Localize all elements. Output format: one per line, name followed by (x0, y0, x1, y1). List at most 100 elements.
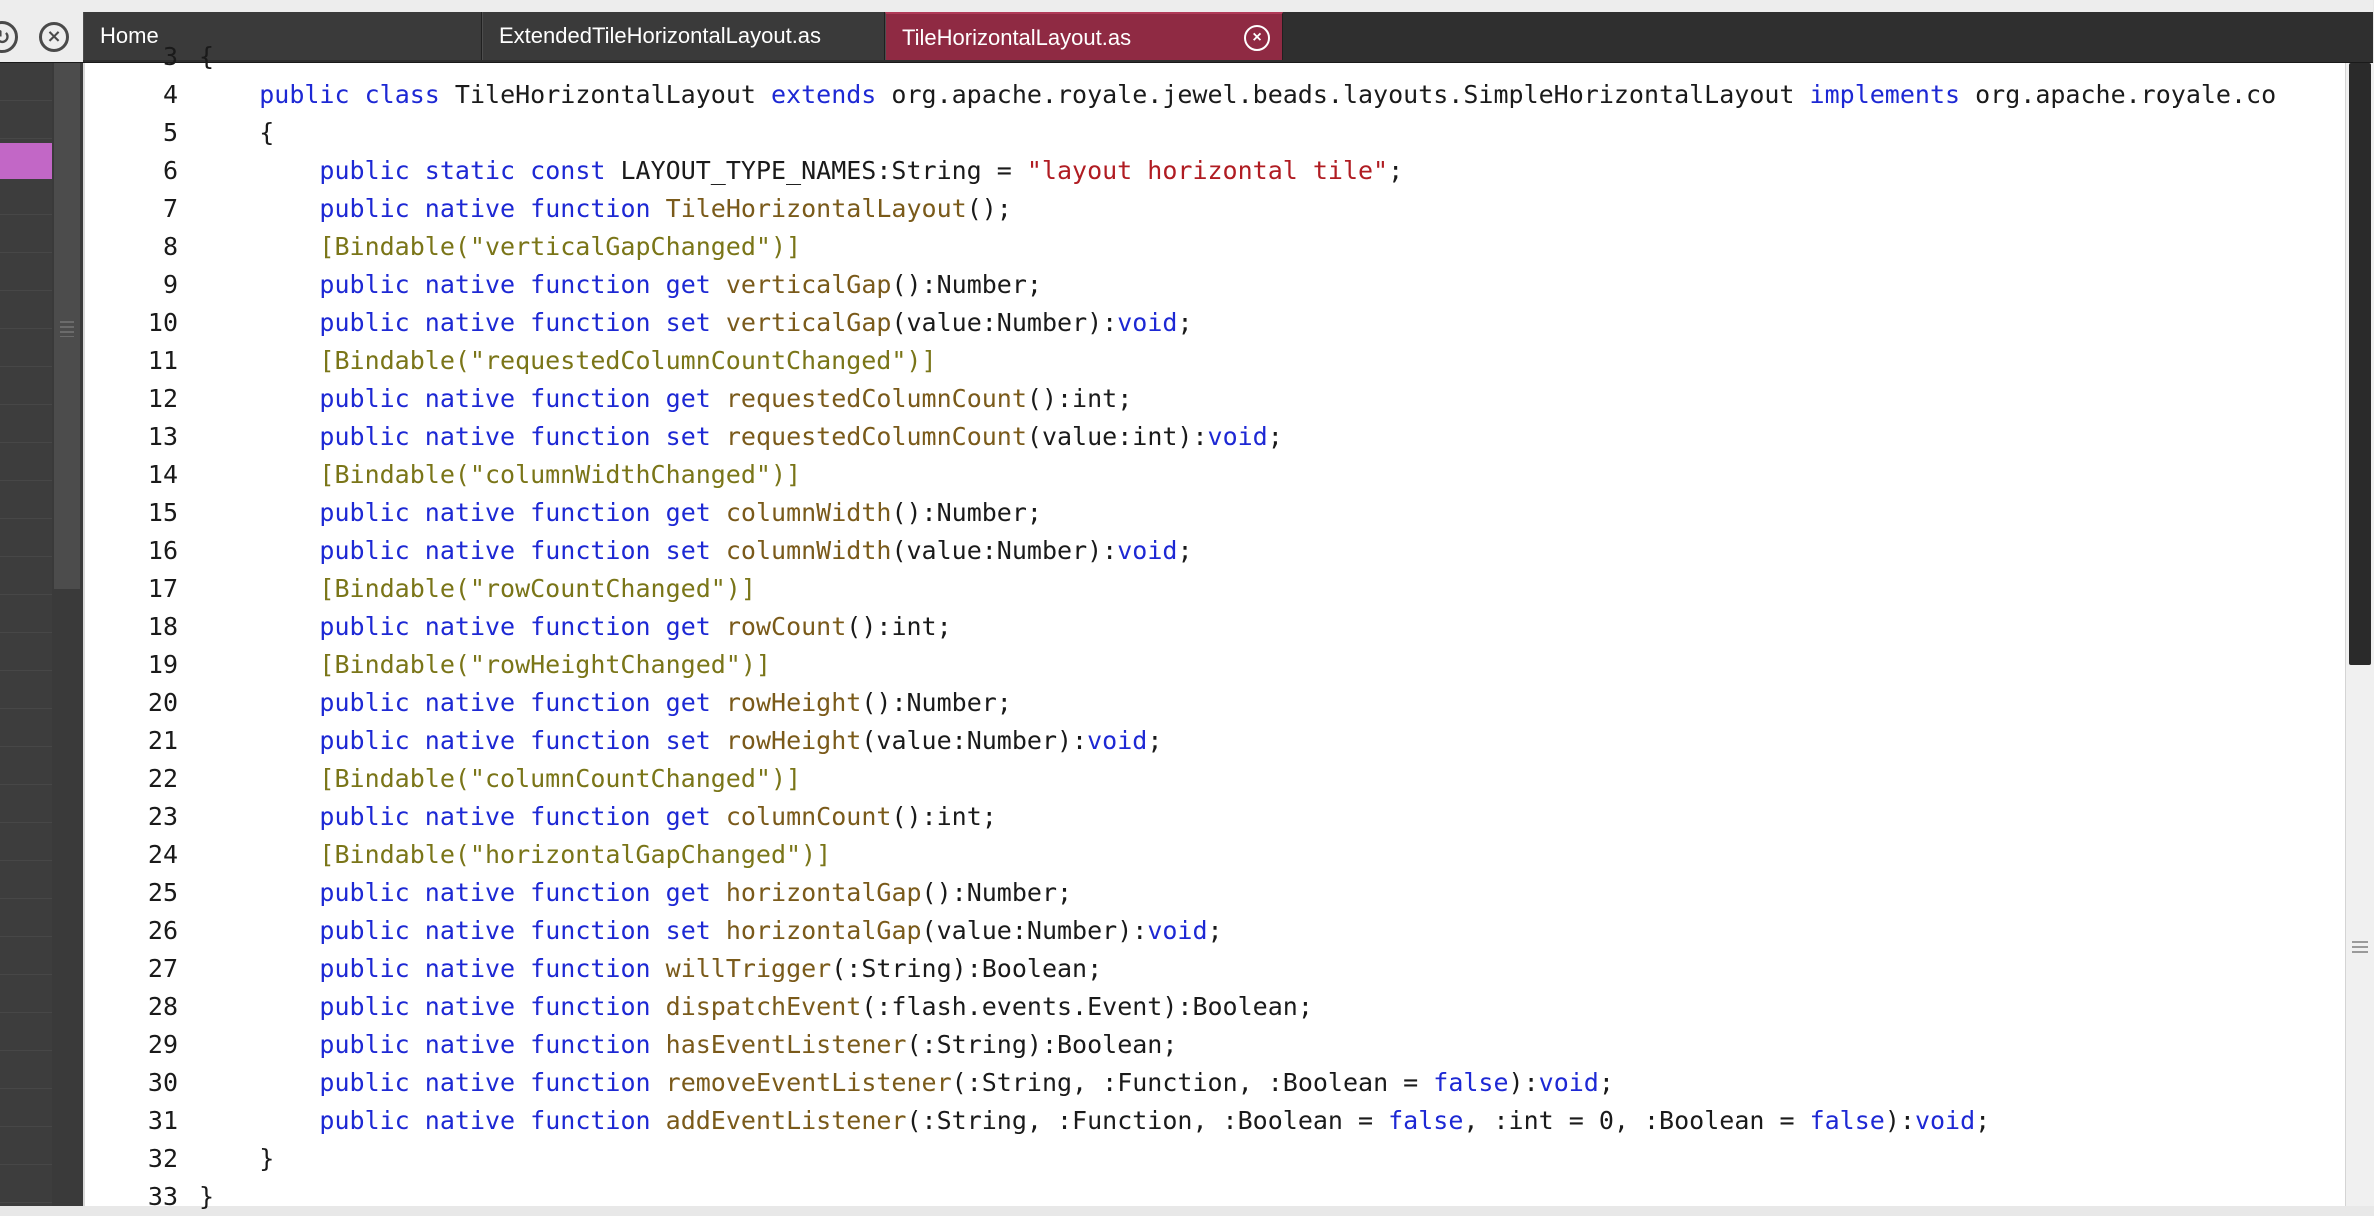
resize-grip-icon[interactable] (2352, 941, 2368, 955)
refresh-icon[interactable]: ↻ (0, 21, 18, 53)
code-text[interactable]: { (199, 42, 215, 71)
line-number: 9 (162, 270, 178, 299)
resize-grip-icon[interactable] (60, 321, 74, 337)
code-text[interactable]: public native function get horizontalGap… (319, 878, 1073, 907)
code-editor[interactable]: 3 {4 public class TileHorizontalLayout ex… (83, 42, 2347, 1211)
close-all-icon[interactable]: × (39, 22, 69, 52)
line-number: 18 (147, 612, 178, 641)
line-number: 24 (147, 840, 178, 869)
code-text[interactable]: public native function addEventListener(… (319, 1106, 1991, 1135)
code-line[interactable]: 8 [Bindable("verticalGapChanged")] (85, 228, 801, 266)
code-text[interactable]: public native function hasEventListener(… (319, 1030, 1178, 1059)
code-text[interactable]: public native function dispatchEvent(:fl… (319, 992, 1313, 1021)
code-line[interactable]: 27 public native function willTrigger(:S… (85, 950, 1102, 988)
line-number: 13 (147, 422, 178, 451)
line-number: 15 (147, 498, 178, 527)
code-line[interactable]: 10 public native function set verticalGa… (85, 304, 1193, 342)
code-text[interactable]: [Bindable("columnCountChanged")] (199, 764, 802, 793)
code-line[interactable]: 6 public static const LAYOUT_TYPE_NAMES:… (85, 152, 1403, 190)
line-number: 26 (147, 916, 178, 945)
code-line[interactable]: 15 public native function get columnWidt… (85, 494, 1042, 532)
tab-extended-tile-horizontal-layout[interactable]: ExtendedTileHorizontalLayout.as (482, 12, 885, 60)
code-line[interactable]: 4 public class TileHorizontalLayout exte… (85, 76, 2276, 114)
line-number: 30 (147, 1068, 178, 1097)
line-number: 22 (147, 764, 178, 793)
code-text[interactable]: [Bindable("rowCountChanged")] (199, 574, 756, 603)
line-number: 10 (147, 308, 178, 337)
code-line[interactable]: 28 public native function dispatchEvent(… (85, 988, 1313, 1026)
file-list-sidebar[interactable] (0, 63, 52, 1206)
code-line[interactable]: 12 public native function get requestedC… (85, 380, 1132, 418)
sidebar-selected-item[interactable] (0, 143, 52, 179)
code-text[interactable]: public native function set horizontalGap… (319, 916, 1223, 945)
code-line[interactable]: 29 public native function hasEventListen… (85, 1026, 1178, 1064)
code-line[interactable]: 33} (85, 1178, 214, 1216)
line-number: 29 (147, 1030, 178, 1059)
code-line[interactable]: 32 } (85, 1140, 274, 1178)
tab-label: Home (100, 23, 159, 48)
code-text[interactable]: { (199, 118, 275, 147)
tab-tile-horizontal-layout[interactable]: TileHorizontalLayout.as × (885, 12, 1283, 60)
editor-scroll-thumb[interactable] (2349, 63, 2371, 665)
code-line[interactable]: 16 public native function set columnWidt… (85, 532, 1193, 570)
code-text[interactable]: public native function set rowHeight(val… (319, 726, 1163, 755)
code-text[interactable]: [Bindable("requestedColumnCountChanged")… (199, 346, 937, 375)
code-line[interactable]: 7 public native function TileHorizontalL… (85, 190, 1012, 228)
line-number: 3 (162, 42, 178, 71)
code-text[interactable]: public native function set columnWidth(v… (319, 536, 1193, 565)
code-line[interactable]: 11 [Bindable("requestedColumnCountChange… (85, 342, 937, 380)
code-text[interactable]: public static const LAYOUT_TYPE_NAMES:St… (319, 156, 1404, 185)
code-line[interactable]: 17 [Bindable("rowCountChanged")] (85, 570, 756, 608)
code-line[interactable]: 30 public native function removeEventLis… (85, 1064, 1614, 1102)
code-text[interactable]: public native function get requestedColu… (319, 384, 1133, 413)
code-line[interactable]: 9 public native function get verticalGap… (85, 266, 1042, 304)
code-text[interactable]: public native function get rowHeight():N… (319, 688, 1012, 717)
code-text[interactable]: public native function get rowCount():in… (319, 612, 952, 641)
code-line[interactable]: 21 public native function set rowHeight(… (85, 722, 1163, 760)
code-line[interactable]: 31 public native function addEventListen… (85, 1102, 1990, 1140)
code-text[interactable]: public native function willTrigger(:Stri… (319, 954, 1103, 983)
sidebar-scrollbar[interactable] (52, 63, 83, 1206)
code-text[interactable]: [Bindable("columnWidthChanged")] (199, 460, 802, 489)
code-text[interactable]: public native function set verticalGap(v… (319, 308, 1193, 337)
code-text[interactable]: public class TileHorizontalLayout extend… (259, 80, 2277, 109)
line-number: 25 (147, 878, 178, 907)
tab-label: TileHorizontalLayout.as (902, 25, 1132, 50)
code-line[interactable]: 19 [Bindable("rowHeightChanged")] (85, 646, 771, 684)
code-text[interactable]: public native function set requestedColu… (319, 422, 1283, 451)
code-text[interactable]: public native function removeEventListen… (319, 1068, 1614, 1097)
tab-home[interactable]: Home (83, 12, 482, 60)
code-text[interactable]: } (199, 1144, 275, 1173)
close-icon[interactable]: × (1244, 25, 1270, 51)
code-text[interactable]: public native function get columnCount()… (319, 802, 997, 831)
line-number: 23 (147, 802, 178, 831)
code-line[interactable]: 20 public native function get rowHeight(… (85, 684, 1012, 722)
code-text[interactable]: } (199, 1182, 215, 1211)
code-text[interactable]: public native function get verticalGap()… (319, 270, 1042, 299)
line-number: 17 (147, 574, 178, 603)
code-line[interactable]: 26 public native function set horizontal… (85, 912, 1223, 950)
line-number: 20 (147, 688, 178, 717)
code-text[interactable]: [Bindable("rowHeightChanged")] (199, 650, 771, 679)
code-line[interactable]: 14 [Bindable("columnWidthChanged")] (85, 456, 801, 494)
line-number: 11 (147, 346, 178, 375)
code-text[interactable]: [Bindable("horizontalGapChanged")] (199, 840, 832, 869)
code-line[interactable]: 13 public native function set requestedC… (85, 418, 1283, 456)
code-line[interactable]: 23 public native function get columnCoun… (85, 798, 997, 836)
code-line[interactable]: 18 public native function get rowCount()… (85, 608, 952, 646)
line-number: 12 (147, 384, 178, 413)
line-number: 16 (147, 536, 178, 565)
tab-tools: ↻ × (0, 12, 83, 62)
code-text[interactable]: public native function TileHorizontalLay… (319, 194, 1012, 223)
line-number: 6 (162, 156, 178, 185)
code-line[interactable]: 24 [Bindable("horizontalGapChanged")] (85, 836, 831, 874)
code-line[interactable]: 22 [Bindable("columnCountChanged")] (85, 760, 801, 798)
line-number: 4 (162, 80, 178, 109)
code-text[interactable]: [Bindable("verticalGapChanged")] (199, 232, 802, 261)
editor-vertical-scrollbar[interactable] (2345, 63, 2374, 1206)
code-line[interactable]: 25 public native function get horizontal… (85, 874, 1072, 912)
code-line[interactable]: 5 { (85, 114, 274, 152)
code-line[interactable]: 3{ (85, 38, 214, 76)
line-number: 19 (147, 650, 178, 679)
code-text[interactable]: public native function get columnWidth()… (319, 498, 1042, 527)
